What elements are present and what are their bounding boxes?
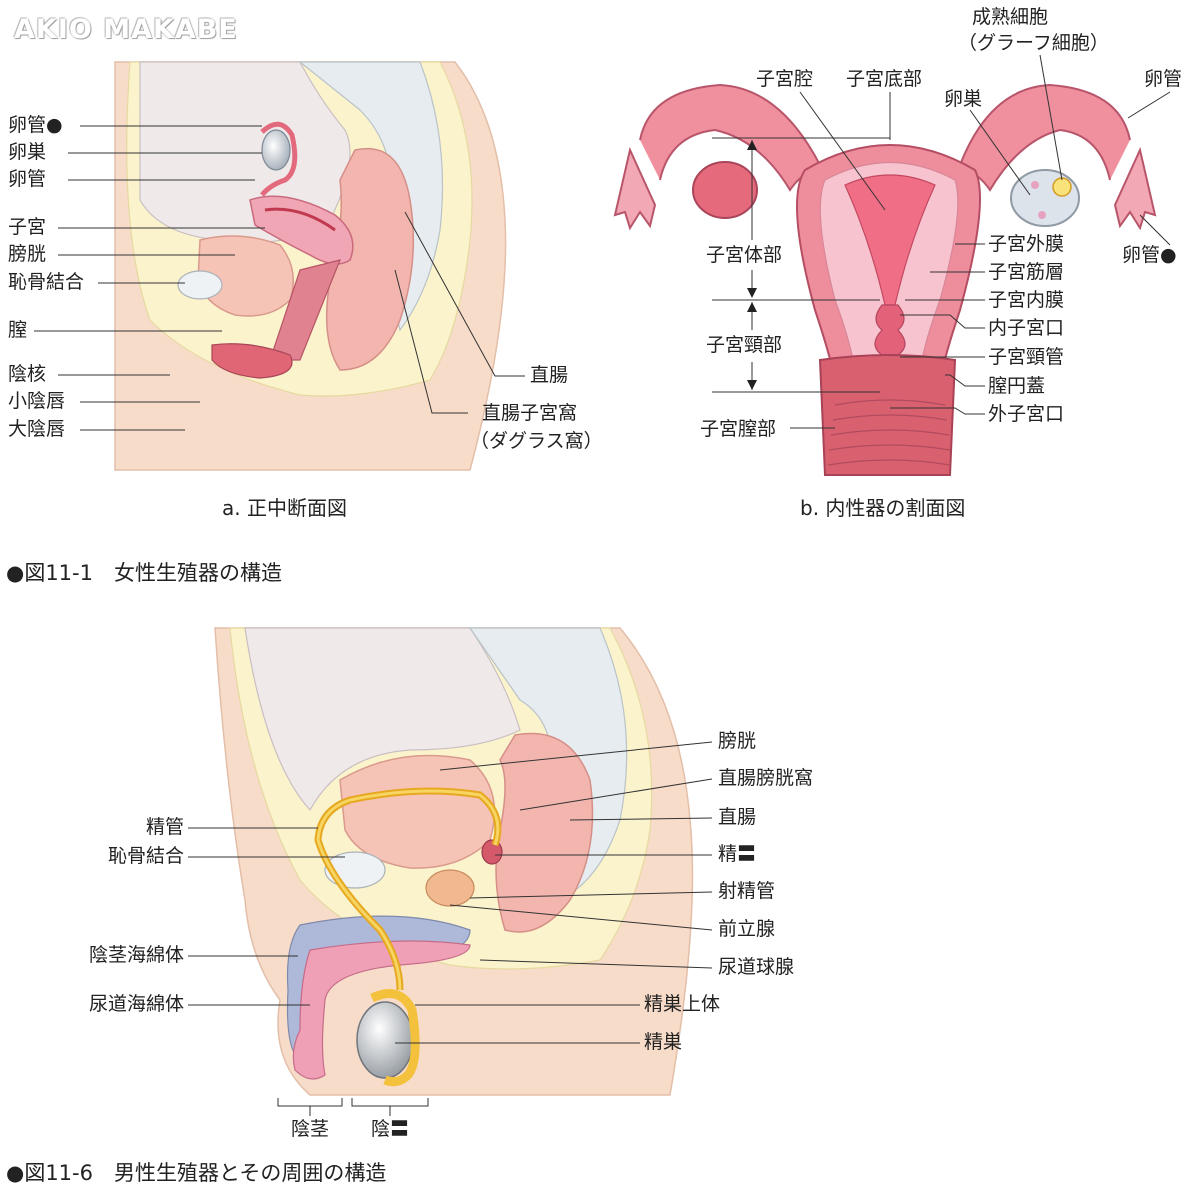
- male-sagittal-illustration: [214, 627, 694, 1096]
- label-perimetrium: 子宮外膜: [988, 233, 1065, 255]
- label-testis: 精巣: [644, 1031, 683, 1053]
- label-seminal-vesicle: 精〓: [718, 843, 757, 865]
- measure-arrows: [747, 140, 757, 390]
- epididymis: [370, 989, 420, 1087]
- label-rectovesical-pouch: 直腸膀胱窩: [718, 767, 814, 789]
- label-oviduct-b-side: 卵管●: [1122, 244, 1177, 266]
- graafian-follicle: [1052, 177, 1072, 197]
- label-prostate: 前立腺: [718, 918, 776, 940]
- male-bladder: [339, 754, 496, 869]
- label-oviduct-b-top: 卵管: [1144, 68, 1183, 90]
- right-fimbriae: [1113, 146, 1157, 231]
- label-scrotum: 陰〓: [370, 1118, 409, 1140]
- label-mature-follicle-sub: （グラーフ細胞）: [958, 32, 1109, 54]
- label-rectum-m: 直腸: [718, 806, 757, 828]
- label-ovary-a: 卵巣: [8, 141, 47, 163]
- watermark: AKIO MAKABE: [14, 14, 238, 45]
- label-vagina-a: 膣: [8, 319, 28, 341]
- label-corpus-cavernosum: 陰茎海綿体: [88, 944, 184, 966]
- female-sagittal-leader-lines: [34, 125, 525, 431]
- male-sagittal-leader-lines: [188, 741, 713, 1116]
- female-ovary: [261, 129, 291, 171]
- label-labia-majora-a: 大陰唇: [8, 418, 66, 440]
- label-cervix: 子宮頸部: [706, 334, 783, 356]
- caption-panel-b: b. 内性器の割面図: [800, 496, 966, 520]
- testis: [356, 1001, 414, 1079]
- male-prostate: [425, 869, 475, 907]
- corpus-spongiosum: [292, 940, 471, 1080]
- seminal-vesicle: [481, 839, 503, 865]
- label-bulbourethral-gland: 尿道球腺: [718, 956, 795, 978]
- label-pubic-symphysis-m: 恥骨結合: [107, 845, 184, 867]
- female-sagittal-illustration: [114, 61, 507, 471]
- female-fallopian-tube: [260, 121, 298, 197]
- label-douglas-a-sub: （ダグラス窩）: [470, 430, 603, 452]
- uterus-coronal-leader-lines: [712, 54, 1171, 429]
- male-abdominal-cavity: [244, 627, 521, 812]
- female-vagina: [269, 259, 341, 361]
- label-douglas-a: 直腸子宮窩: [482, 402, 578, 424]
- label-epididymis: 精巣上体: [644, 993, 721, 1015]
- label-corpus-spongiosum: 尿道海綿体: [88, 993, 184, 1015]
- label-penis: 陰茎: [290, 1118, 329, 1140]
- left-ovary: [692, 161, 758, 219]
- figure-caption-11-6: ●図11-6 男性生殖器とその周囲の構造: [6, 1161, 387, 1185]
- label-cervical-canal: 子宮頸管: [988, 346, 1065, 368]
- label-bladder-a: 膀胱: [8, 243, 47, 265]
- label-oviduct-a: 卵管●: [8, 114, 63, 136]
- label-uterus-a: 子宮: [8, 216, 47, 238]
- label-external-os: 外子宮口: [988, 403, 1065, 425]
- uterine-cavity: [844, 174, 936, 306]
- label-myometrium: 子宮筋層: [988, 261, 1065, 283]
- label-vas-deferens: 精管: [145, 816, 184, 838]
- label-uterine-body: 子宮体部: [706, 244, 783, 266]
- label-oviduct-a2: 卵管: [8, 168, 47, 190]
- label-mature-follicle: 成熟細胞: [972, 6, 1049, 28]
- label-labia-minora-a: 小陰唇: [8, 390, 66, 412]
- female-uterus: [249, 195, 354, 265]
- label-uterine-cavity: 子宮腔: [756, 68, 814, 90]
- label-internal-os: 内子宮口: [988, 317, 1065, 339]
- label-vaginal-fornix: 膣円蓋: [988, 375, 1046, 397]
- female-pubic-bone: [177, 270, 223, 300]
- label-ejaculatory-duct: 射精管: [718, 880, 776, 902]
- label-rectum-a: 直腸: [530, 364, 569, 386]
- figure-caption-11-1: ●図11-1 女性生殖器の構造: [6, 561, 282, 585]
- label-pubic-symphysis-a: 恥骨結合: [8, 271, 85, 293]
- left-fimbriae: [613, 146, 657, 231]
- label-endometrium: 子宮内膜: [988, 289, 1065, 311]
- label-ovary-b: 卵巣: [944, 88, 983, 110]
- female-vulva: [211, 343, 293, 379]
- uterus-coronal-illustration: [613, 83, 1157, 476]
- label-vaginal-part: 子宮膣部: [700, 418, 777, 440]
- caption-panel-a: a. 正中断面図: [222, 496, 347, 520]
- label-uterine-fundus: 子宮底部: [846, 68, 923, 90]
- label-clitoris-a: 陰核: [8, 363, 47, 385]
- label-bladder-m: 膀胱: [718, 730, 757, 752]
